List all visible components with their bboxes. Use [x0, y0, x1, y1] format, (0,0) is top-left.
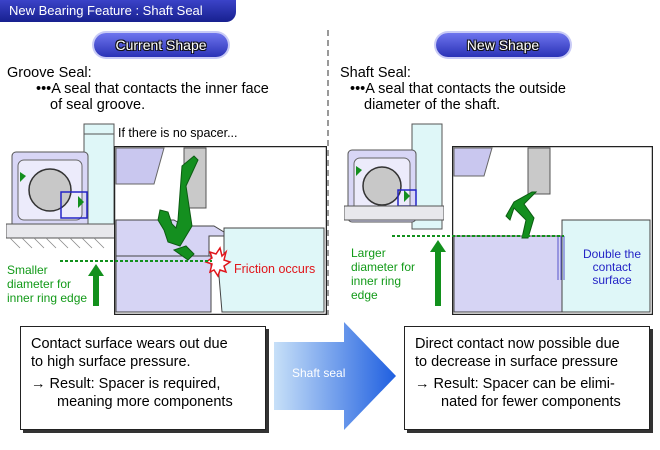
double-contact-label: Double the contact surface	[582, 247, 642, 287]
left-bearing-overview	[6, 123, 116, 249]
new-shape-result-box: Direct contact now possible due to decre…	[404, 326, 650, 430]
right-bearing-overview	[344, 123, 444, 230]
shaft-seal-desc-2: diameter of the shaft.	[364, 97, 501, 113]
groove-seal-desc-1: •••A seal that contacts the inner face	[36, 81, 269, 97]
shaft-seal-detail	[452, 146, 653, 315]
current-shape-pill: Current Shape	[94, 33, 228, 57]
new-shape-pill: New Shape	[436, 33, 570, 57]
groove-seal-desc-2: of seal groove.	[50, 97, 146, 113]
section-header: New Bearing Feature : Shaft Seal	[0, 0, 236, 22]
larger-diameter-label: Larger diameter for inner ring edge	[351, 246, 416, 302]
center-divider	[327, 30, 329, 315]
smaller-diameter-label: Smaller diameter for inner ring edge	[7, 263, 88, 305]
groove-seal-heading: Groove Seal:	[7, 65, 92, 81]
shaft-seal-desc-1: •••A seal that contacts the outside	[350, 81, 566, 97]
shaft-seal-heading: Shaft Seal:	[340, 65, 411, 81]
spacer-note: If there is no spacer...	[118, 126, 238, 140]
right-edge-indicator	[392, 235, 564, 306]
current-shape-result-box: Contact surface wears out due to high su…	[20, 326, 266, 430]
shaft-seal-arrow	[274, 322, 396, 430]
left-edge-indicator	[60, 260, 212, 306]
shaft-seal-arrow-label: Shaft seal	[292, 366, 346, 380]
friction-label: Friction occurs	[234, 262, 316, 276]
groove-seal-detail	[114, 146, 327, 315]
